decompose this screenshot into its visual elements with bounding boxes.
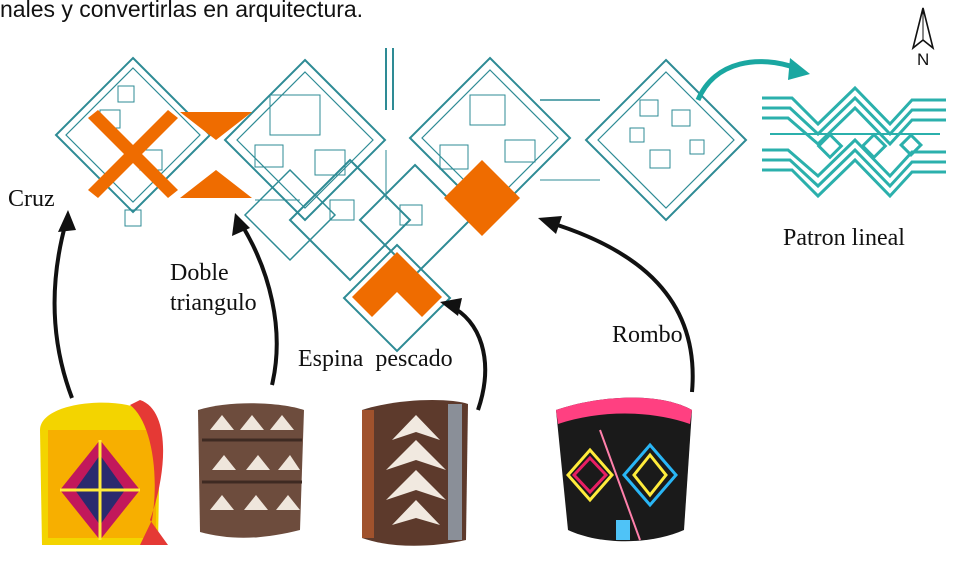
orange-motifs [88, 110, 520, 317]
label-doble-line1: Doble [170, 260, 229, 286]
bag-doble-image [198, 403, 304, 538]
arrow-doble [238, 220, 279, 386]
label-cruz: Cruz [8, 186, 55, 212]
label-patron-lineal: Patron lineal [783, 225, 905, 251]
site-plan [54, 48, 748, 353]
arrow-rombo [547, 220, 695, 393]
north-label: N [917, 50, 930, 69]
plan-square-bottom [342, 243, 452, 353]
arrow-espina [449, 304, 488, 411]
label-rombo: Rombo [612, 322, 683, 348]
patron-lineal-pattern [762, 85, 946, 199]
plan-square-cruz [54, 56, 212, 227]
teal-arrowhead [788, 58, 810, 80]
arrow-cruz [52, 221, 74, 399]
bag-cruz-image [40, 400, 168, 545]
black-arrowheads [58, 210, 562, 316]
teal-curved-arrow [695, 59, 797, 102]
plan-square-small-a [243, 168, 337, 262]
bag-rombo-image [556, 397, 692, 542]
plan-square-4 [584, 58, 748, 222]
label-doble-triangulo: Doble triangulo [170, 258, 257, 318]
label-espina-pescado: Espina pescado [298, 346, 453, 372]
doble-triangle-bottom [180, 170, 252, 198]
label-doble-line2: triangulo [170, 290, 257, 316]
bag-espina-image [362, 400, 468, 546]
rombo-square [444, 160, 520, 236]
black-arrows [52, 220, 695, 411]
doble-triangle-top [180, 112, 252, 140]
espina-square [352, 252, 442, 317]
caption-text: nales y convertirlas en arquitectura. [0, 0, 364, 22]
cruz-bar-b [88, 110, 178, 198]
north-arrow-icon [911, 7, 935, 51]
plan-square-2 [223, 58, 387, 222]
